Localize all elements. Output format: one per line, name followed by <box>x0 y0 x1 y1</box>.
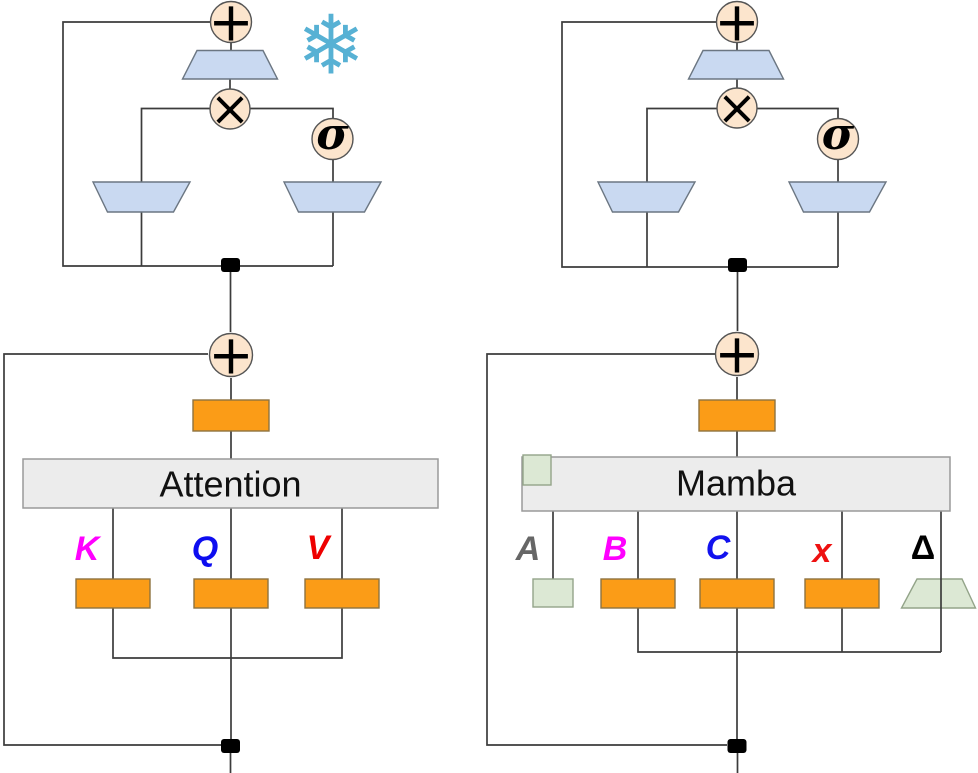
mlp-down-projection <box>181 49 279 80</box>
attention-mlp-projections <box>91 49 383 213</box>
mlp-add-symbol: + <box>714 0 759 54</box>
mamba-mlp-projections <box>596 49 888 213</box>
residual-add-symbol: + <box>208 324 253 387</box>
attention-wires <box>3 21 343 773</box>
bxd-input-bus-wire <box>637 608 941 653</box>
residual-add-circle <box>208 332 254 378</box>
attention-output-projection <box>192 399 270 432</box>
mamba-linear-projections <box>600 399 880 609</box>
v-branch-label: V <box>307 529 333 567</box>
mamba-operators <box>714 0 860 377</box>
c-projection <box>699 578 775 609</box>
mlp-sigma-symbol: σ <box>822 109 855 160</box>
mlp-up-projection <box>91 181 192 213</box>
mamba-connector-nodes <box>727 258 747 753</box>
attention-operators <box>208 0 354 378</box>
mlp-residual-loop-left <box>62 21 333 267</box>
mlp-down-projection <box>687 49 785 80</box>
c-branch-label: C <box>706 529 731 567</box>
mamba-box-label: Mamba <box>676 463 797 504</box>
attention-connector-nodes <box>221 258 240 753</box>
attention-linear-projections <box>75 399 380 609</box>
k-branch-label: K <box>75 530 102 568</box>
mlp-multiply-circle <box>209 88 251 130</box>
mlp-multiply-symbol: × <box>210 81 250 137</box>
kv-input-bus-wire <box>112 608 343 659</box>
mlp-add-circle <box>209 0 253 44</box>
attention-box-label: Attention <box>159 464 301 505</box>
b-branch-label: B <box>603 530 628 568</box>
mlp-gate-projection <box>787 181 888 213</box>
mlp-multiply-circle <box>716 87 758 129</box>
mamba-wires <box>486 21 942 773</box>
mamba-block-diagram: + × σ + Mamba A B C x Δ <box>486 0 977 773</box>
q-projection <box>193 578 269 609</box>
attention-box <box>22 458 439 509</box>
mlp-add-symbol: + <box>208 0 253 54</box>
mamba-input-node <box>727 739 747 753</box>
v-projection <box>304 578 380 609</box>
mlp-residual-loop-right <box>561 21 838 268</box>
residual-add-circle <box>714 331 760 377</box>
mlp-up-projection <box>596 181 697 213</box>
attention-residual-loop <box>3 353 221 746</box>
multiply-to-sigma-wire <box>757 107 839 119</box>
x-projection <box>804 578 880 609</box>
k-projection <box>75 578 151 609</box>
b-projection <box>600 578 676 609</box>
mamba-green-params <box>522 454 574 608</box>
mamba-box <box>521 456 951 512</box>
mlp-sigma-circle <box>311 117 354 161</box>
attention-input-node <box>221 739 240 753</box>
frozen-snowflake-icon: ❄ <box>297 0 366 94</box>
a-parameter-square <box>532 578 574 608</box>
mlp-sigma-circle <box>816 117 860 161</box>
multiply-to-upproj-wire <box>140 107 210 182</box>
mlp-sigma-symbol: σ <box>316 109 349 160</box>
multiply-to-sigma-wire <box>250 107 334 119</box>
attention-block-diagram: + × σ + ❄ Attention K Q V <box>3 0 439 773</box>
mlp-gate-projection <box>282 181 383 213</box>
mamba-output-projection <box>698 399 776 432</box>
mamba-residual-loop <box>486 353 727 746</box>
a-branch-label: A <box>515 530 541 568</box>
mlp-add-circle <box>715 0 759 44</box>
mlp-input-node <box>728 258 747 272</box>
multiply-to-upproj-wire <box>646 107 717 182</box>
ssm-state-param-square <box>522 454 552 486</box>
delta-branch-label: Δ <box>911 529 935 567</box>
mlp-multiply-symbol: × <box>717 80 757 136</box>
q-branch-label: Q <box>192 530 218 568</box>
mlp-input-node <box>221 258 240 272</box>
x-branch-label: x <box>811 532 834 570</box>
delta-projection-trapezoid <box>900 578 977 609</box>
residual-add-symbol: + <box>714 323 759 386</box>
